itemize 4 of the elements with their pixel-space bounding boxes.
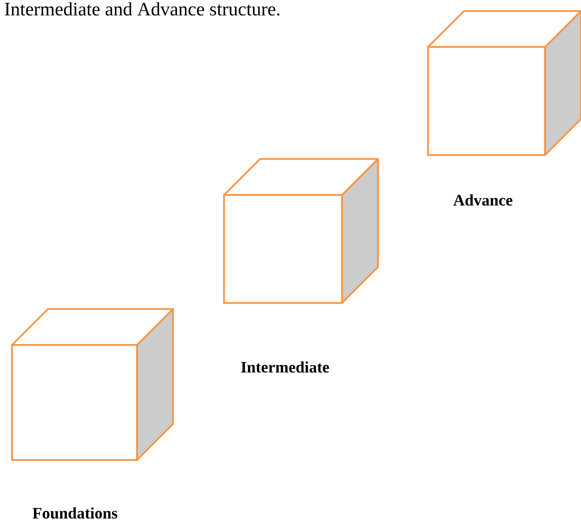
cube-label: Foundations — [32, 507, 118, 519]
cube-label: Intermediate — [241, 361, 330, 373]
heading: Intermediate and Advance structure. — [4, 2, 280, 16]
cube-label: Advance — [453, 194, 512, 206]
